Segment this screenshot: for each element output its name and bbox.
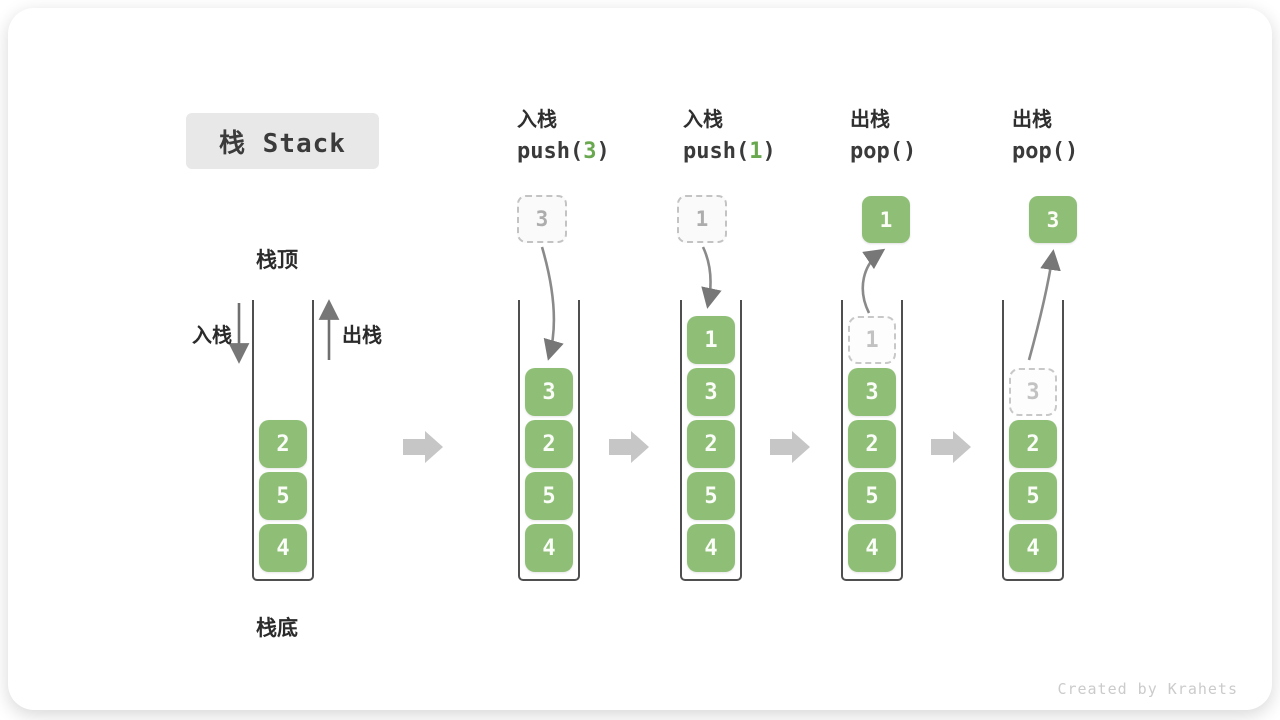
popped-element-box: 3 — [1029, 196, 1077, 243]
stack-cell: 3 — [687, 368, 735, 416]
stack-top-label: 栈顶 — [256, 248, 298, 272]
stack-cell: 3 — [848, 368, 896, 416]
stack-cell: 2 — [848, 420, 896, 468]
stack-cell: 5 — [1009, 472, 1057, 520]
stack-cell: 2 — [259, 420, 307, 468]
op-header-pop-1: 出栈 pop() — [850, 104, 1000, 170]
stack-state-initial: 2 5 4 — [252, 300, 314, 581]
op-header-push3: 入栈 push(3) — [517, 104, 667, 170]
code-post: ) — [596, 139, 610, 164]
stack-cell: 4 — [259, 524, 307, 572]
incoming-element-box: 1 — [677, 195, 727, 243]
code-arg: 3 — [583, 139, 597, 164]
code-post: ) — [762, 139, 776, 164]
stack-state-after-push3: 3 2 5 4 — [518, 300, 580, 581]
stack-cell: 2 — [525, 420, 573, 468]
op-name: 出栈 — [850, 107, 890, 131]
ghost-cell: 3 — [1009, 368, 1057, 416]
incoming-element-box: 3 — [517, 195, 567, 243]
code-pre: pop( — [850, 139, 903, 164]
code-post: ) — [902, 139, 917, 164]
op-header-push1: 入栈 push(1) — [683, 104, 833, 170]
watermark-credit: Created by Krahets — [1057, 680, 1238, 698]
stack-cell: 4 — [848, 524, 896, 572]
op-header-pop-2: 出栈 pop() — [1012, 104, 1162, 170]
ghost-cell: 1 — [848, 316, 896, 364]
code-arg: 1 — [749, 139, 763, 164]
stack-state-after-pop1: 1 3 2 5 4 — [841, 300, 903, 581]
op-code: pop() — [1012, 134, 1162, 170]
code-pre: push( — [517, 139, 584, 164]
stack-cell: 4 — [1009, 524, 1057, 572]
stack-state-after-push1: 1 3 2 5 4 — [680, 300, 742, 581]
stack-cell: 2 — [687, 420, 735, 468]
stack-cell: 5 — [848, 472, 896, 520]
stack-state-after-pop2: 3 2 5 4 — [1002, 300, 1064, 581]
stack-bottom-label: 栈底 — [256, 616, 298, 640]
title-text: 栈 Stack — [219, 128, 346, 159]
op-code: push(1) — [683, 134, 833, 170]
stack-cell: 2 — [1009, 420, 1057, 468]
stack-cell: 1 — [687, 316, 735, 364]
popped-element-box: 1 — [862, 196, 910, 243]
stack-cell: 5 — [259, 472, 307, 520]
code-post: ) — [1064, 139, 1079, 164]
op-code: push(3) — [517, 134, 667, 170]
title-box: 栈 Stack — [186, 113, 379, 169]
op-name: 入栈 — [683, 107, 723, 131]
op-code: pop() — [850, 134, 1000, 170]
code-pre: push( — [683, 139, 750, 164]
stack-cell: 4 — [687, 524, 735, 572]
push-side-label: 入栈 — [192, 323, 232, 347]
code-pre: pop( — [1012, 139, 1065, 164]
stack-cell: 5 — [525, 472, 573, 520]
op-name: 出栈 — [1012, 107, 1052, 131]
op-name: 入栈 — [517, 107, 557, 131]
stack-cell: 3 — [525, 368, 573, 416]
stack-cell: 5 — [687, 472, 735, 520]
pop-side-label: 出栈 — [342, 323, 382, 347]
stack-cell: 4 — [525, 524, 573, 572]
